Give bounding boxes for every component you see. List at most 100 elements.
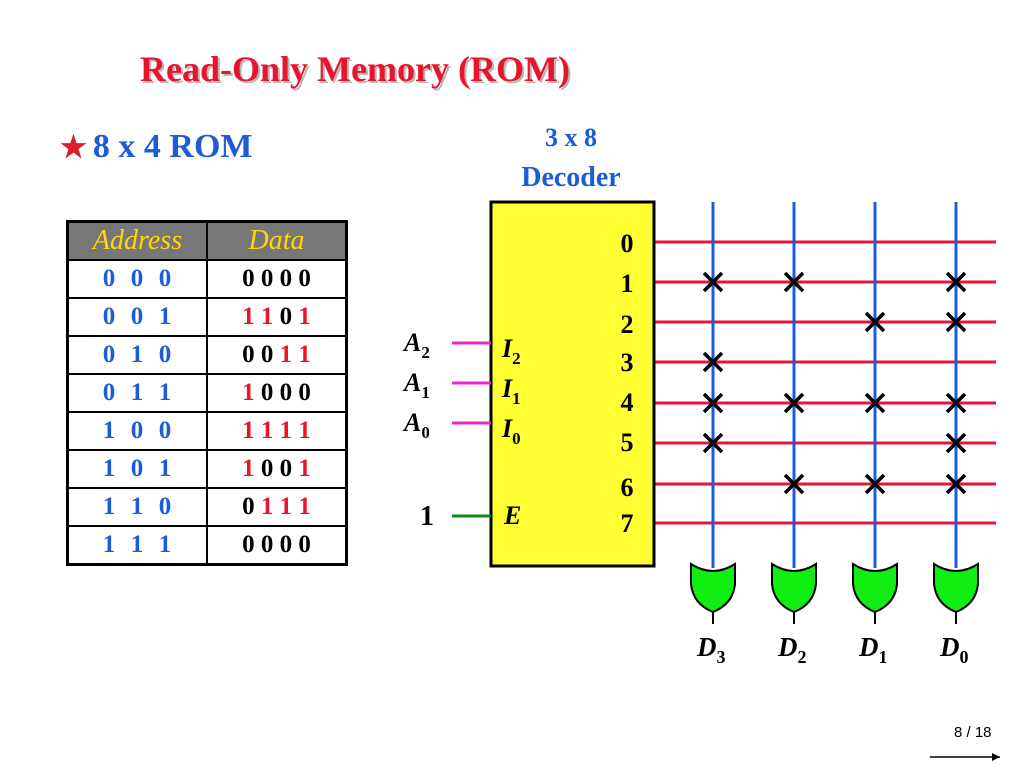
bullet-text: 8 x 4 ROM bbox=[92, 128, 253, 165]
or-gates bbox=[690, 562, 979, 624]
or-gate bbox=[690, 562, 736, 614]
address-cell: 1 0 0 bbox=[66, 411, 208, 451]
data-cell: 1 0 0 0 bbox=[206, 373, 348, 413]
data-bit: 0 bbox=[260, 379, 274, 406]
address-signal-label: A1 bbox=[402, 368, 430, 402]
connection-cross bbox=[864, 473, 886, 495]
star-icon: ★ bbox=[60, 131, 87, 164]
data-cell: 1 1 1 1 bbox=[206, 411, 348, 451]
connection-cross bbox=[945, 473, 967, 495]
decoder-output-label: 1 bbox=[621, 269, 634, 298]
connection-cross bbox=[945, 432, 967, 454]
data-bit: 0 bbox=[242, 341, 255, 368]
output-label: D1 bbox=[858, 632, 888, 667]
data-bit: 0 bbox=[279, 265, 293, 292]
bit-lines bbox=[711, 202, 958, 568]
decoder-output-label: 6 bbox=[621, 473, 634, 502]
word-lines bbox=[654, 240, 996, 525]
decoder-output-label: 5 bbox=[621, 428, 634, 457]
data-cell: 0 0 0 0 bbox=[206, 259, 348, 299]
data-bit: 1 bbox=[298, 417, 311, 444]
data-cell: 0 0 1 1 bbox=[206, 335, 348, 375]
data-bit: 1 bbox=[242, 417, 255, 444]
page-number: 8 / 18 bbox=[954, 724, 992, 741]
connection-crosses bbox=[702, 271, 967, 495]
data-bit: 0 bbox=[242, 265, 255, 292]
header-data: Data bbox=[206, 220, 348, 261]
decoder-output-label: 0 bbox=[621, 229, 634, 258]
connection-cross bbox=[702, 271, 724, 293]
decoder-title-line1: 3 x 8 bbox=[545, 123, 597, 152]
decoder-output-label: 4 bbox=[621, 388, 634, 417]
data-cell: 1 1 0 1 bbox=[206, 297, 348, 337]
address-cell: 1 1 1 bbox=[66, 525, 208, 566]
connection-cross bbox=[783, 392, 805, 414]
data-bit: 0 bbox=[242, 493, 255, 520]
page-title: Read-Only Memory (ROM) bbox=[140, 49, 570, 89]
data-bit: 1 bbox=[260, 417, 274, 444]
data-bit: 1 bbox=[242, 379, 255, 406]
connection-cross bbox=[945, 392, 967, 414]
data-bit: 1 bbox=[242, 303, 255, 330]
data-bit: 1 bbox=[242, 455, 255, 482]
next-slide-arrow[interactable] bbox=[930, 753, 1000, 761]
address-cell: 0 1 1 bbox=[66, 373, 208, 413]
header-address: Address bbox=[66, 220, 208, 261]
connection-cross bbox=[702, 392, 724, 414]
data-bit: 0 bbox=[279, 455, 293, 482]
decoder-output-label: 7 bbox=[621, 509, 634, 538]
connection-cross bbox=[702, 432, 724, 454]
data-bit: 1 bbox=[260, 493, 274, 520]
data-bit: 1 bbox=[298, 341, 311, 368]
enable-label: E bbox=[503, 501, 521, 530]
address-signal-label: A2 bbox=[402, 328, 430, 362]
data-bit: 0 bbox=[298, 265, 311, 292]
decoder-input-label: I1 bbox=[501, 374, 521, 408]
data-bit: 0 bbox=[298, 379, 311, 406]
data-cell: 1 0 0 1 bbox=[206, 449, 348, 489]
address-signal-label: A0 bbox=[402, 408, 430, 442]
data-bit: 1 bbox=[298, 493, 311, 520]
data-bit: 0 bbox=[260, 341, 274, 368]
output-label: D2 bbox=[777, 632, 807, 667]
data-bit: 1 bbox=[298, 303, 311, 330]
decoder-output-label: 2 bbox=[621, 310, 634, 339]
decoder-box bbox=[489, 200, 656, 568]
data-bit: 0 bbox=[298, 531, 311, 558]
data-bit: 0 bbox=[279, 303, 293, 330]
data-bit: 1 bbox=[279, 417, 293, 444]
address-cell: 0 0 1 bbox=[66, 297, 208, 337]
data-cell: 0 0 0 0 bbox=[206, 525, 348, 566]
data-bit: 0 bbox=[260, 455, 274, 482]
data-bit: 1 bbox=[298, 455, 311, 482]
decoder-title-line2: Decoder bbox=[521, 162, 621, 193]
decoder-output-labels: 0 1 2 3 4 5 6 7 bbox=[621, 229, 634, 538]
data-bit: 1 bbox=[279, 493, 293, 520]
data-bit: 0 bbox=[279, 531, 293, 558]
or-gate bbox=[852, 562, 898, 614]
connection-cross bbox=[864, 392, 886, 414]
connection-cross bbox=[864, 311, 886, 333]
data-cell: 0 1 1 1 bbox=[206, 487, 348, 527]
connection-cross bbox=[783, 271, 805, 293]
decoder-input-label: I0 bbox=[501, 414, 521, 448]
address-cell: 0 0 0 bbox=[66, 259, 208, 299]
address-cell: 1 1 0 bbox=[66, 487, 208, 527]
or-gate bbox=[771, 562, 817, 614]
bullet-8x4-rom: ★8 x 4 ROM bbox=[60, 128, 253, 166]
data-bit: 0 bbox=[242, 531, 255, 558]
data-bit: 0 bbox=[279, 379, 293, 406]
decoder-output-label: 3 bbox=[621, 348, 634, 377]
or-gate bbox=[933, 562, 979, 614]
output-label: D3 bbox=[696, 632, 726, 667]
output-label: D0 bbox=[939, 632, 969, 667]
connection-cross bbox=[783, 473, 805, 495]
